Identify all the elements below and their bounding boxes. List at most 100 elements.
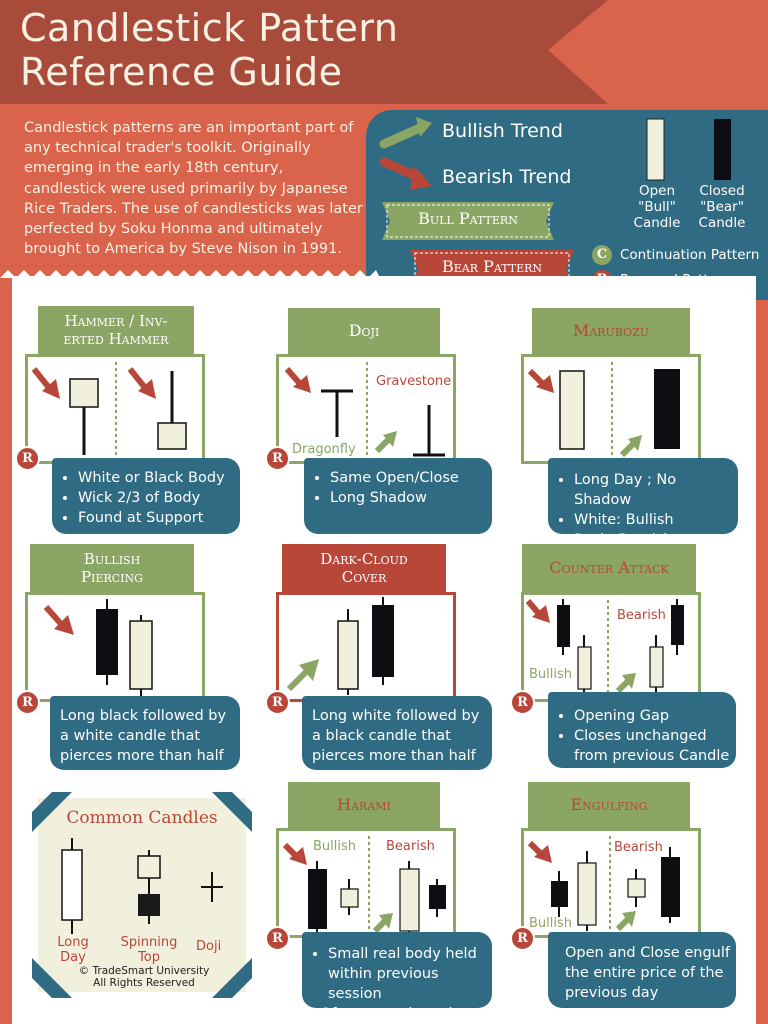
common-candles-illustration xyxy=(61,838,223,934)
harami-bullish-label: Bullish xyxy=(313,839,357,854)
up-arrow-icon xyxy=(286,659,319,692)
copyright-line-2: All Rights Reserved xyxy=(93,977,195,989)
counter-bullet: Closes unchanged from previous Candle xyxy=(574,726,732,766)
reversal-badge-icon: R xyxy=(510,690,535,715)
harami-title: Harami xyxy=(337,795,391,814)
page-title: Candlestick Pattern Reference Guide xyxy=(20,6,398,94)
doji-illustration xyxy=(284,362,445,457)
up-arrow-icon xyxy=(615,673,636,694)
open-candle-line-3: Candle xyxy=(633,215,681,231)
open-candle-line-1: Open xyxy=(638,183,676,199)
closed-candle-label: Closed "Bear" Candle xyxy=(692,183,752,231)
counter-info: Opening GapCloses unchanged from previou… xyxy=(548,692,736,768)
harami-ribbon: Harami xyxy=(288,782,440,828)
engulfing-illustration xyxy=(527,836,680,932)
bear-pattern-label: Bear Pattern xyxy=(441,257,543,276)
up-arrow-icon xyxy=(372,913,393,934)
bull-pattern-label: Bull Pattern xyxy=(418,209,518,228)
open-candle-line-2: "Bull" xyxy=(638,199,676,215)
marubozu-illustration xyxy=(527,362,680,458)
continuation-badge-icon: C xyxy=(592,245,612,265)
intro-paragraph: Candlestick patterns are an important pa… xyxy=(24,120,363,258)
bullish-trend-label: Bullish Trend xyxy=(442,120,563,142)
engulfing-title: Engulfing xyxy=(570,795,648,814)
engulfing-info: Open and Close engulf the entire price o… xyxy=(548,932,736,1008)
spinning-top-line-2: Top xyxy=(138,950,160,965)
doji-card xyxy=(276,354,456,464)
down-arrow-icon xyxy=(525,599,550,623)
engulfing-bullish-label: Bullish xyxy=(529,916,573,931)
down-arrow-icon xyxy=(127,367,156,399)
doji-bullet: Same Open/Close xyxy=(330,468,486,488)
piercing-title-2: Piercing xyxy=(81,568,143,586)
closed-candle-line-3: Candle xyxy=(698,215,746,231)
hammer-ribbon: Hammer / Inv-erted Hammer xyxy=(38,306,194,354)
bullish-arrow-icon xyxy=(379,117,432,149)
engulfing-bearish-label: Bearish xyxy=(614,840,663,855)
long-day-line-2: Day xyxy=(60,950,86,965)
doji-info: Same Open/CloseLong Shadow xyxy=(304,458,492,534)
hammer-bullet: Wick 2/3 of Body xyxy=(78,488,234,508)
header-band xyxy=(0,0,608,104)
closed-bear-candle-icon xyxy=(714,119,731,180)
down-arrow-icon xyxy=(282,842,307,865)
counter-bullet: Opening Gap xyxy=(574,706,732,726)
harami-bearish-label: Bearish xyxy=(386,839,435,854)
hammer-bullet: White or Black Body xyxy=(78,468,234,488)
down-arrow-icon xyxy=(284,367,311,393)
doji-candle-label: Doji xyxy=(196,939,222,954)
counter-ribbon: Counter Attack xyxy=(522,544,696,592)
harami-note: Often opposite colors xyxy=(320,1006,475,1022)
spinning-top-line-1: Spinning xyxy=(120,935,178,950)
reversal-badge-icon: R xyxy=(265,690,290,715)
darkcloud-title-2: Cover xyxy=(341,568,387,586)
dragonfly-label: Dragonfly xyxy=(292,442,356,457)
hammer-info: White or Black BodyWick 2/3 of BodyFound… xyxy=(52,458,240,534)
counter-title: Counter Attack xyxy=(549,558,669,577)
marubozu-ribbon: Marubozu xyxy=(532,308,690,354)
bearish-arrow-icon xyxy=(379,157,432,190)
darkcloud-info: Long white followed by a black candle th… xyxy=(302,696,492,784)
hammer-title-2: erted Hammer xyxy=(63,330,169,348)
reversal-badge-icon: R xyxy=(15,690,40,715)
open-bull-candle-icon xyxy=(646,118,665,181)
piercing-info: Long black followed by a white candle th… xyxy=(50,696,240,784)
title-line-2: Reference Guide xyxy=(20,50,343,94)
continuation-label: Continuation Pattern xyxy=(620,247,760,263)
darkcloud-illustration xyxy=(286,597,394,695)
up-arrow-icon xyxy=(615,911,636,932)
down-arrow-icon xyxy=(527,840,552,863)
harami-illustration xyxy=(282,836,446,934)
down-arrow-icon xyxy=(31,367,60,399)
counter-illustration xyxy=(525,599,684,695)
marubozu-bullet: Long Day ; No Shadow xyxy=(574,470,736,510)
marubozu-info: Long Day ; No ShadowWhite: BullishDark: … xyxy=(548,458,738,548)
reversal-badge-icon: R xyxy=(15,446,40,471)
engulfing-ribbon: Engulfing xyxy=(528,782,690,828)
reversal-badge-icon: R xyxy=(510,926,535,951)
harami-info: Small real body held within previous ses… xyxy=(302,932,492,1022)
hammer-illustration xyxy=(31,362,187,456)
hammer-title-1: Hammer / Inv- xyxy=(64,312,168,330)
bull-pattern-banner xyxy=(382,202,554,240)
darkcloud-title-1: Dark-Cloud xyxy=(320,550,408,568)
open-candle-label: Open "Bull" Candle xyxy=(630,183,684,231)
bearish-trend-label: Bearish Trend xyxy=(442,166,572,188)
closed-candle-line-1: Closed xyxy=(699,183,745,199)
marubozu-bullet: White: Bullish xyxy=(574,510,736,530)
title-line-1: Candlestick Pattern xyxy=(20,6,399,50)
gravestone-label: Gravestone xyxy=(376,374,452,389)
down-arrow-icon xyxy=(527,368,554,393)
hammer-bullet: Found at Support xyxy=(78,508,234,528)
long-day-line-1: Long xyxy=(57,935,89,950)
doji-ribbon: Doji xyxy=(288,308,440,354)
up-arrow-icon xyxy=(619,435,642,458)
copyright-line-1: © TradeSmart University xyxy=(78,965,210,977)
marubozu-title: Marubozu xyxy=(572,321,650,340)
piercing-illustration xyxy=(43,599,153,697)
harami-bullet: Small real body held within previous ses… xyxy=(328,944,490,1004)
